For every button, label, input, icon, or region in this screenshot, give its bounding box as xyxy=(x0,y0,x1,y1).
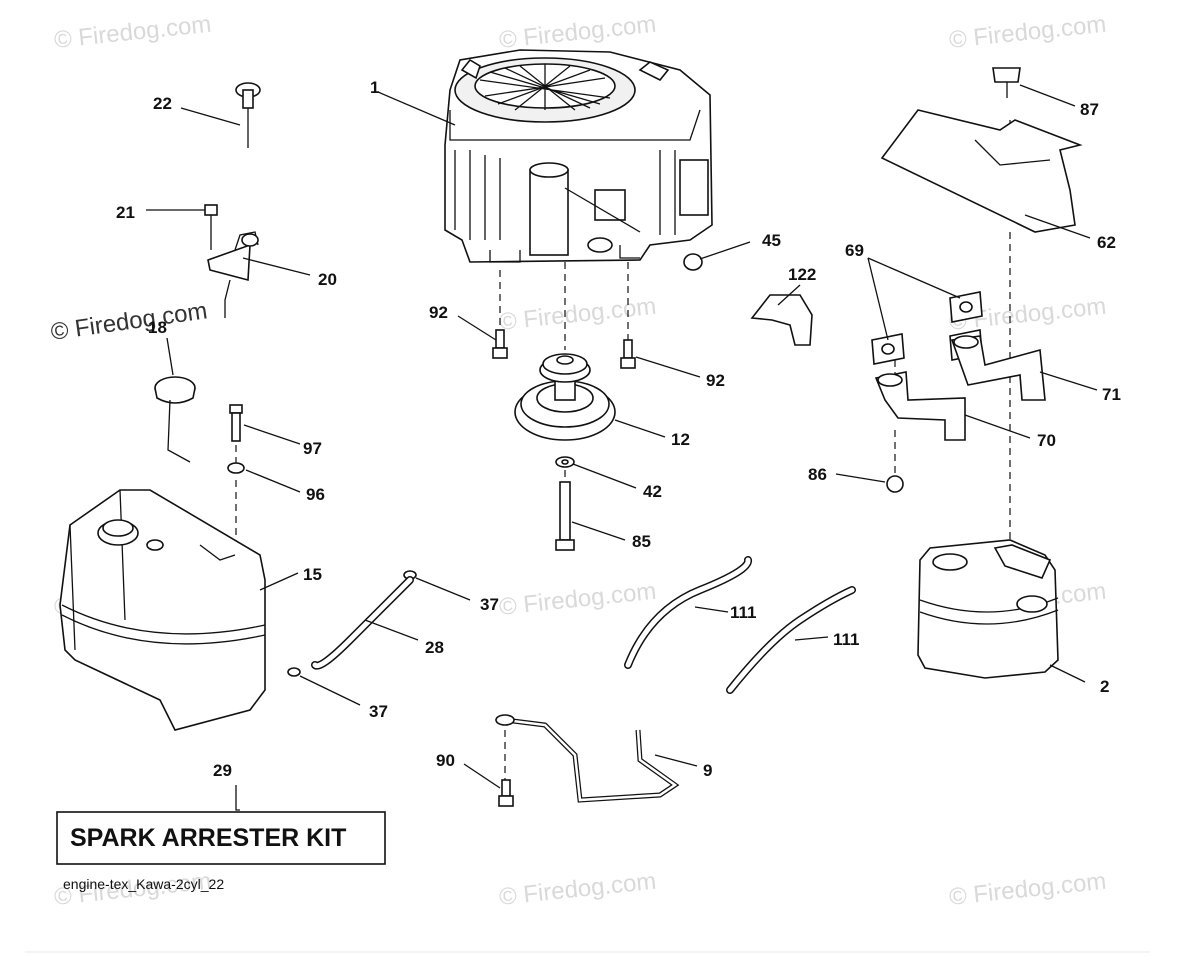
callout-18: 18 xyxy=(148,318,167,337)
watermark: © Firedog.com xyxy=(498,578,658,621)
callout-111: 111 xyxy=(833,630,860,649)
heat-shield xyxy=(880,109,1083,233)
watermark: © Firedog.com xyxy=(498,293,658,336)
callout-96: 96 xyxy=(306,485,325,504)
screw xyxy=(204,204,218,250)
callout-45: 45 xyxy=(762,231,781,250)
fuel-tank xyxy=(59,489,266,731)
washer xyxy=(555,456,575,468)
callout-92: 92 xyxy=(429,303,448,322)
diagram-code: engine-tex_Kawa-2cyl_22 xyxy=(63,876,224,892)
watermark: © Firedog.com xyxy=(53,11,213,54)
control-cable-bracket xyxy=(207,231,259,318)
bracket xyxy=(750,294,813,346)
fuel-hose xyxy=(311,576,414,670)
watermark: © Firedog.com xyxy=(49,297,209,346)
callout-71: 71 xyxy=(1102,385,1121,404)
screw xyxy=(229,404,243,442)
hose xyxy=(726,586,856,694)
exhaust-pipe xyxy=(950,335,1046,401)
nut xyxy=(683,253,703,271)
kit-frame xyxy=(56,811,386,865)
bolt xyxy=(492,329,508,359)
callout-2: 2 xyxy=(1100,677,1109,696)
callout-42: 42 xyxy=(643,482,662,501)
callout-37: 37 xyxy=(369,702,388,721)
callout-69: 69 xyxy=(845,241,864,260)
bolt xyxy=(498,779,514,807)
leader-lines xyxy=(146,84,1098,811)
callout-111: 111 xyxy=(730,603,757,622)
exhaust-pipe xyxy=(874,371,966,441)
knob-bolt xyxy=(992,67,1021,98)
callout-86: 86 xyxy=(808,465,827,484)
engine xyxy=(444,49,713,263)
hose xyxy=(624,556,752,669)
callouts: 1 2 9 12 15 18 20 21 22 28 29 37 37 42 4… xyxy=(116,78,1121,780)
bolt xyxy=(555,481,575,551)
callout-12: 12 xyxy=(671,430,690,449)
callout-85: 85 xyxy=(632,532,651,551)
callout-87: 87 xyxy=(1080,100,1099,119)
spark-arrester-kit-box: SPARK ARRESTER KIT xyxy=(56,811,386,865)
callout-97: 97 xyxy=(303,439,322,458)
gasket xyxy=(949,291,983,323)
nut xyxy=(886,475,904,493)
callout-90: 90 xyxy=(436,751,455,770)
muffler xyxy=(917,539,1059,679)
fuel-cap xyxy=(154,376,196,463)
bolt xyxy=(620,339,636,369)
callout-70: 70 xyxy=(1037,431,1056,450)
callout-22: 22 xyxy=(153,94,172,113)
callout-20: 20 xyxy=(318,270,337,289)
callout-122: 122 xyxy=(788,265,816,284)
callout-28: 28 xyxy=(425,638,444,657)
watermark: © Firedog.com xyxy=(498,868,658,911)
watermark: © Firedog.com xyxy=(948,868,1108,911)
watermark: © Firedog.com xyxy=(948,11,1108,54)
hose-clamp xyxy=(287,667,301,677)
callout-1: 1 xyxy=(370,78,379,97)
callout-21: 21 xyxy=(116,203,135,222)
callout-92: 92 xyxy=(706,371,725,390)
gasket xyxy=(871,333,905,365)
callout-37: 37 xyxy=(480,595,499,614)
kit-label: SPARK ARRESTER KIT xyxy=(70,824,346,852)
knob-bolt xyxy=(235,82,261,148)
callout-15: 15 xyxy=(303,565,322,584)
callout-29: 29 xyxy=(213,761,232,780)
callout-9: 9 xyxy=(703,761,712,780)
watermark: © Firedog.com xyxy=(498,11,658,54)
washer xyxy=(227,462,245,474)
callout-62: 62 xyxy=(1097,233,1116,252)
pulley xyxy=(514,353,616,441)
rod xyxy=(495,714,680,803)
